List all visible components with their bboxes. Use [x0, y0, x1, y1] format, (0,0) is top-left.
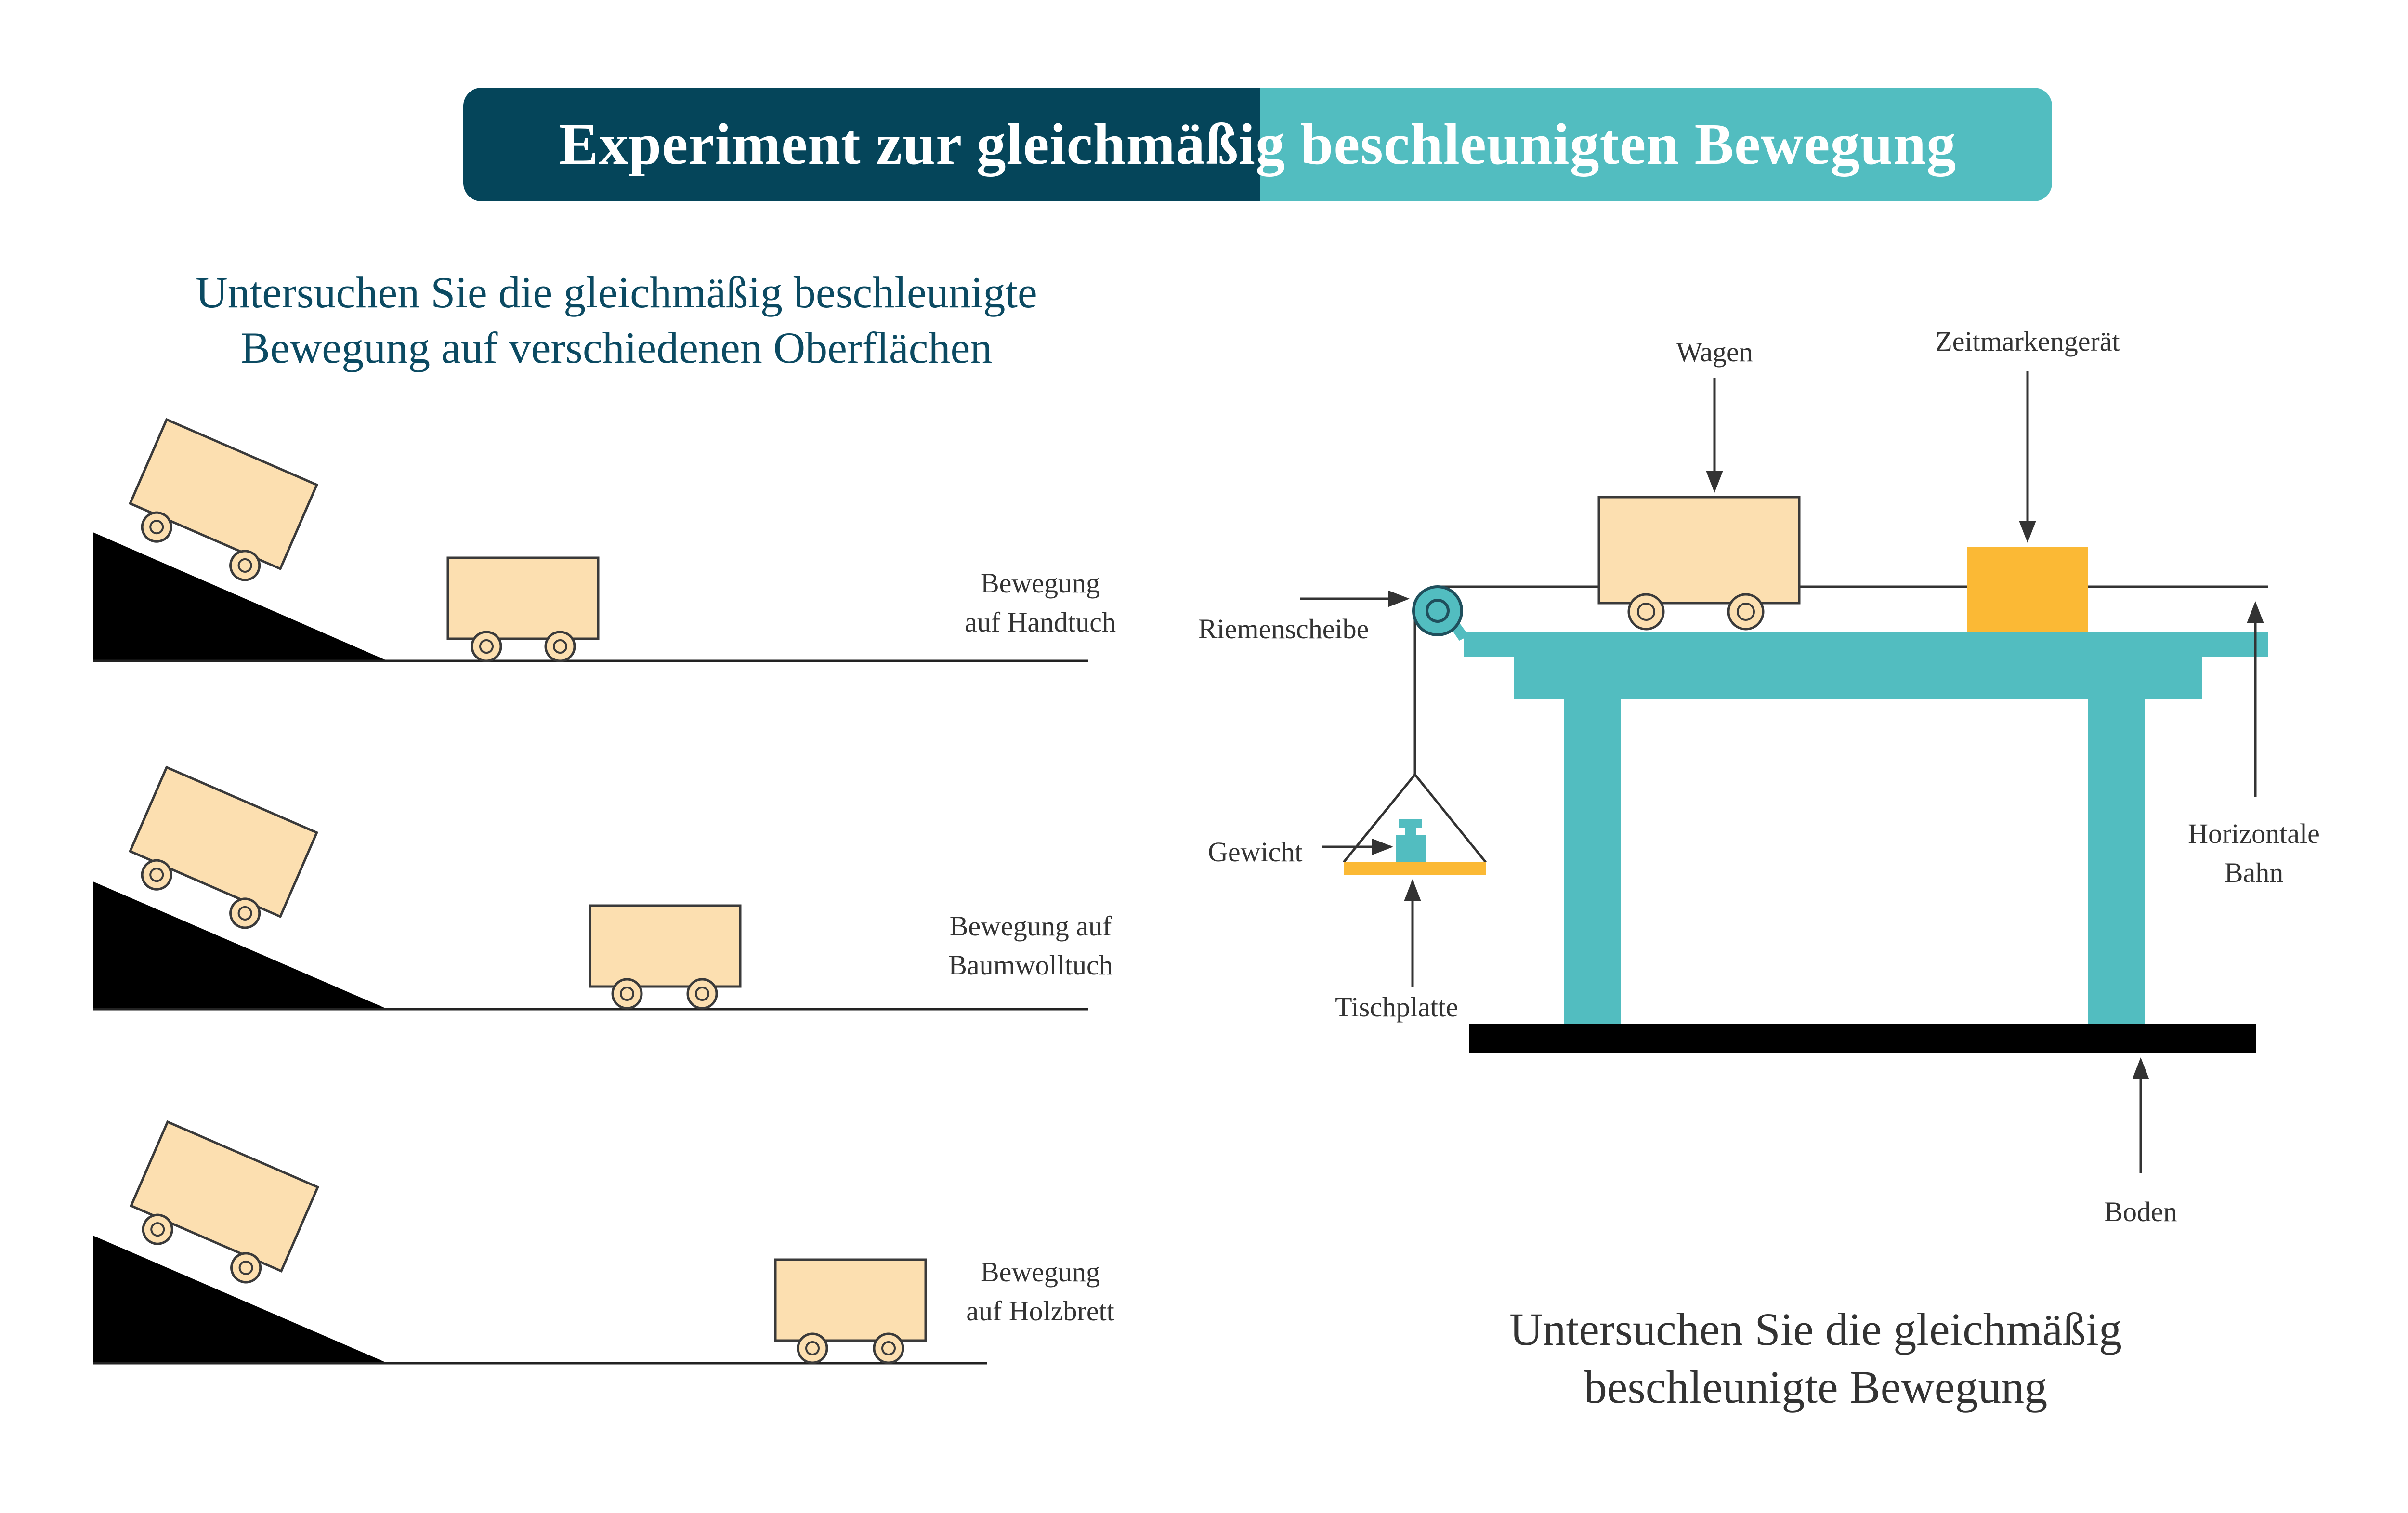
right-heading-line2: beschleunigte Bewegung	[1584, 1361, 2048, 1413]
cart-wheel	[141, 511, 172, 543]
cart-wheel	[142, 1213, 173, 1245]
ramp	[93, 881, 388, 1009]
label-wagen: Wagen	[1676, 336, 1753, 368]
surface-label-line1: Bewegung auf	[949, 910, 1112, 942]
title-banner-dark-half	[463, 88, 1260, 201]
weight-platform	[1344, 862, 1486, 875]
scenario-handtuch	[93, 418, 1088, 662]
right-heading: Untersuchen Sie die gleichmäßig beschleu…	[1397, 1301, 2235, 1416]
cart	[774, 1258, 927, 1364]
tilted-cart	[129, 1120, 320, 1284]
ramp	[93, 1236, 388, 1363]
surface-label-line2: Baumwolltuch	[948, 949, 1113, 981]
cart-wheel	[611, 978, 643, 1010]
label-horizontale-line1: Horizontale	[2188, 818, 2320, 849]
tilted-cart	[128, 418, 319, 581]
table-leg-right	[2088, 696, 2145, 1028]
cart-wheel	[230, 1252, 262, 1284]
cart-wheel	[229, 897, 261, 929]
right-heading-line1: Untersuchen Sie die gleichmäßig	[1509, 1303, 2122, 1355]
cart-wheel	[1727, 593, 1765, 631]
table-apron	[1514, 655, 2202, 699]
surface-label-line2: auf Holzbrett	[966, 1295, 1114, 1327]
cart-wheel	[229, 550, 261, 581]
label-horizontale-line2: Bahn	[2224, 857, 2284, 889]
label-riemenscheibe: Riemenscheibe	[1198, 613, 1369, 645]
surface-label-handtuch: Bewegung auf Handtuch	[944, 564, 1137, 642]
title-banner-light-half	[1260, 88, 2052, 201]
surface-label-holzbrett: Bewegung auf Holzbrett	[944, 1252, 1137, 1330]
cart-wheel	[686, 978, 718, 1010]
cart-wheel	[1627, 593, 1665, 631]
cart-wheel	[471, 631, 502, 662]
ground-bar	[1469, 1024, 2256, 1053]
ramp	[93, 532, 388, 661]
table-leg-left	[1564, 696, 1621, 1028]
cart	[589, 904, 742, 1010]
weight-hanger	[1343, 773, 1487, 863]
pulley	[1412, 585, 1463, 636]
title-banner: Experiment zur gleichmäßig beschleunigte…	[463, 88, 2052, 201]
horizontal-track	[1464, 632, 2268, 657]
scenario-baumwolltuch	[93, 765, 1088, 1011]
cart-wheel	[141, 859, 172, 891]
cart-wheel	[873, 1332, 904, 1364]
zeitmarkengeraet-device	[1967, 547, 2088, 632]
wagen-cart	[1597, 496, 1801, 631]
label-tischplatte: Tischplatte	[1335, 991, 1458, 1023]
left-heading-line2: Bewegung auf verschiedenen Oberflächen	[240, 323, 993, 372]
weight-icon	[1396, 819, 1426, 862]
apparatus	[1300, 371, 2268, 1173]
label-boden: Boden	[2104, 1196, 2177, 1227]
left-heading: Untersuchen Sie die gleichmäßig beschleu…	[87, 265, 1146, 376]
cart-wheel	[797, 1332, 828, 1364]
cart	[446, 556, 600, 662]
cart-wheel	[544, 631, 576, 662]
label-gewicht: Gewicht	[1208, 836, 1303, 868]
surface-label-line1: Bewegung	[980, 567, 1100, 599]
left-heading-line1: Untersuchen Sie die gleichmäßig beschleu…	[196, 268, 1037, 317]
surface-label-baumwolltuch: Bewegung auf Baumwolltuch	[934, 907, 1127, 985]
label-horizontale-bahn: Horizontale Bahn	[2158, 814, 2350, 892]
page-title: Experiment zur gleichmäßig beschleunigte…	[559, 112, 1957, 177]
scenario-holzbrett	[93, 1120, 987, 1365]
label-zeitmarkengeraet: Zeitmarkengerät	[1935, 326, 2120, 357]
surface-label-line1: Bewegung	[980, 1256, 1100, 1288]
surface-label-line2: auf Handtuch	[964, 606, 1116, 638]
tilted-cart	[128, 765, 319, 929]
